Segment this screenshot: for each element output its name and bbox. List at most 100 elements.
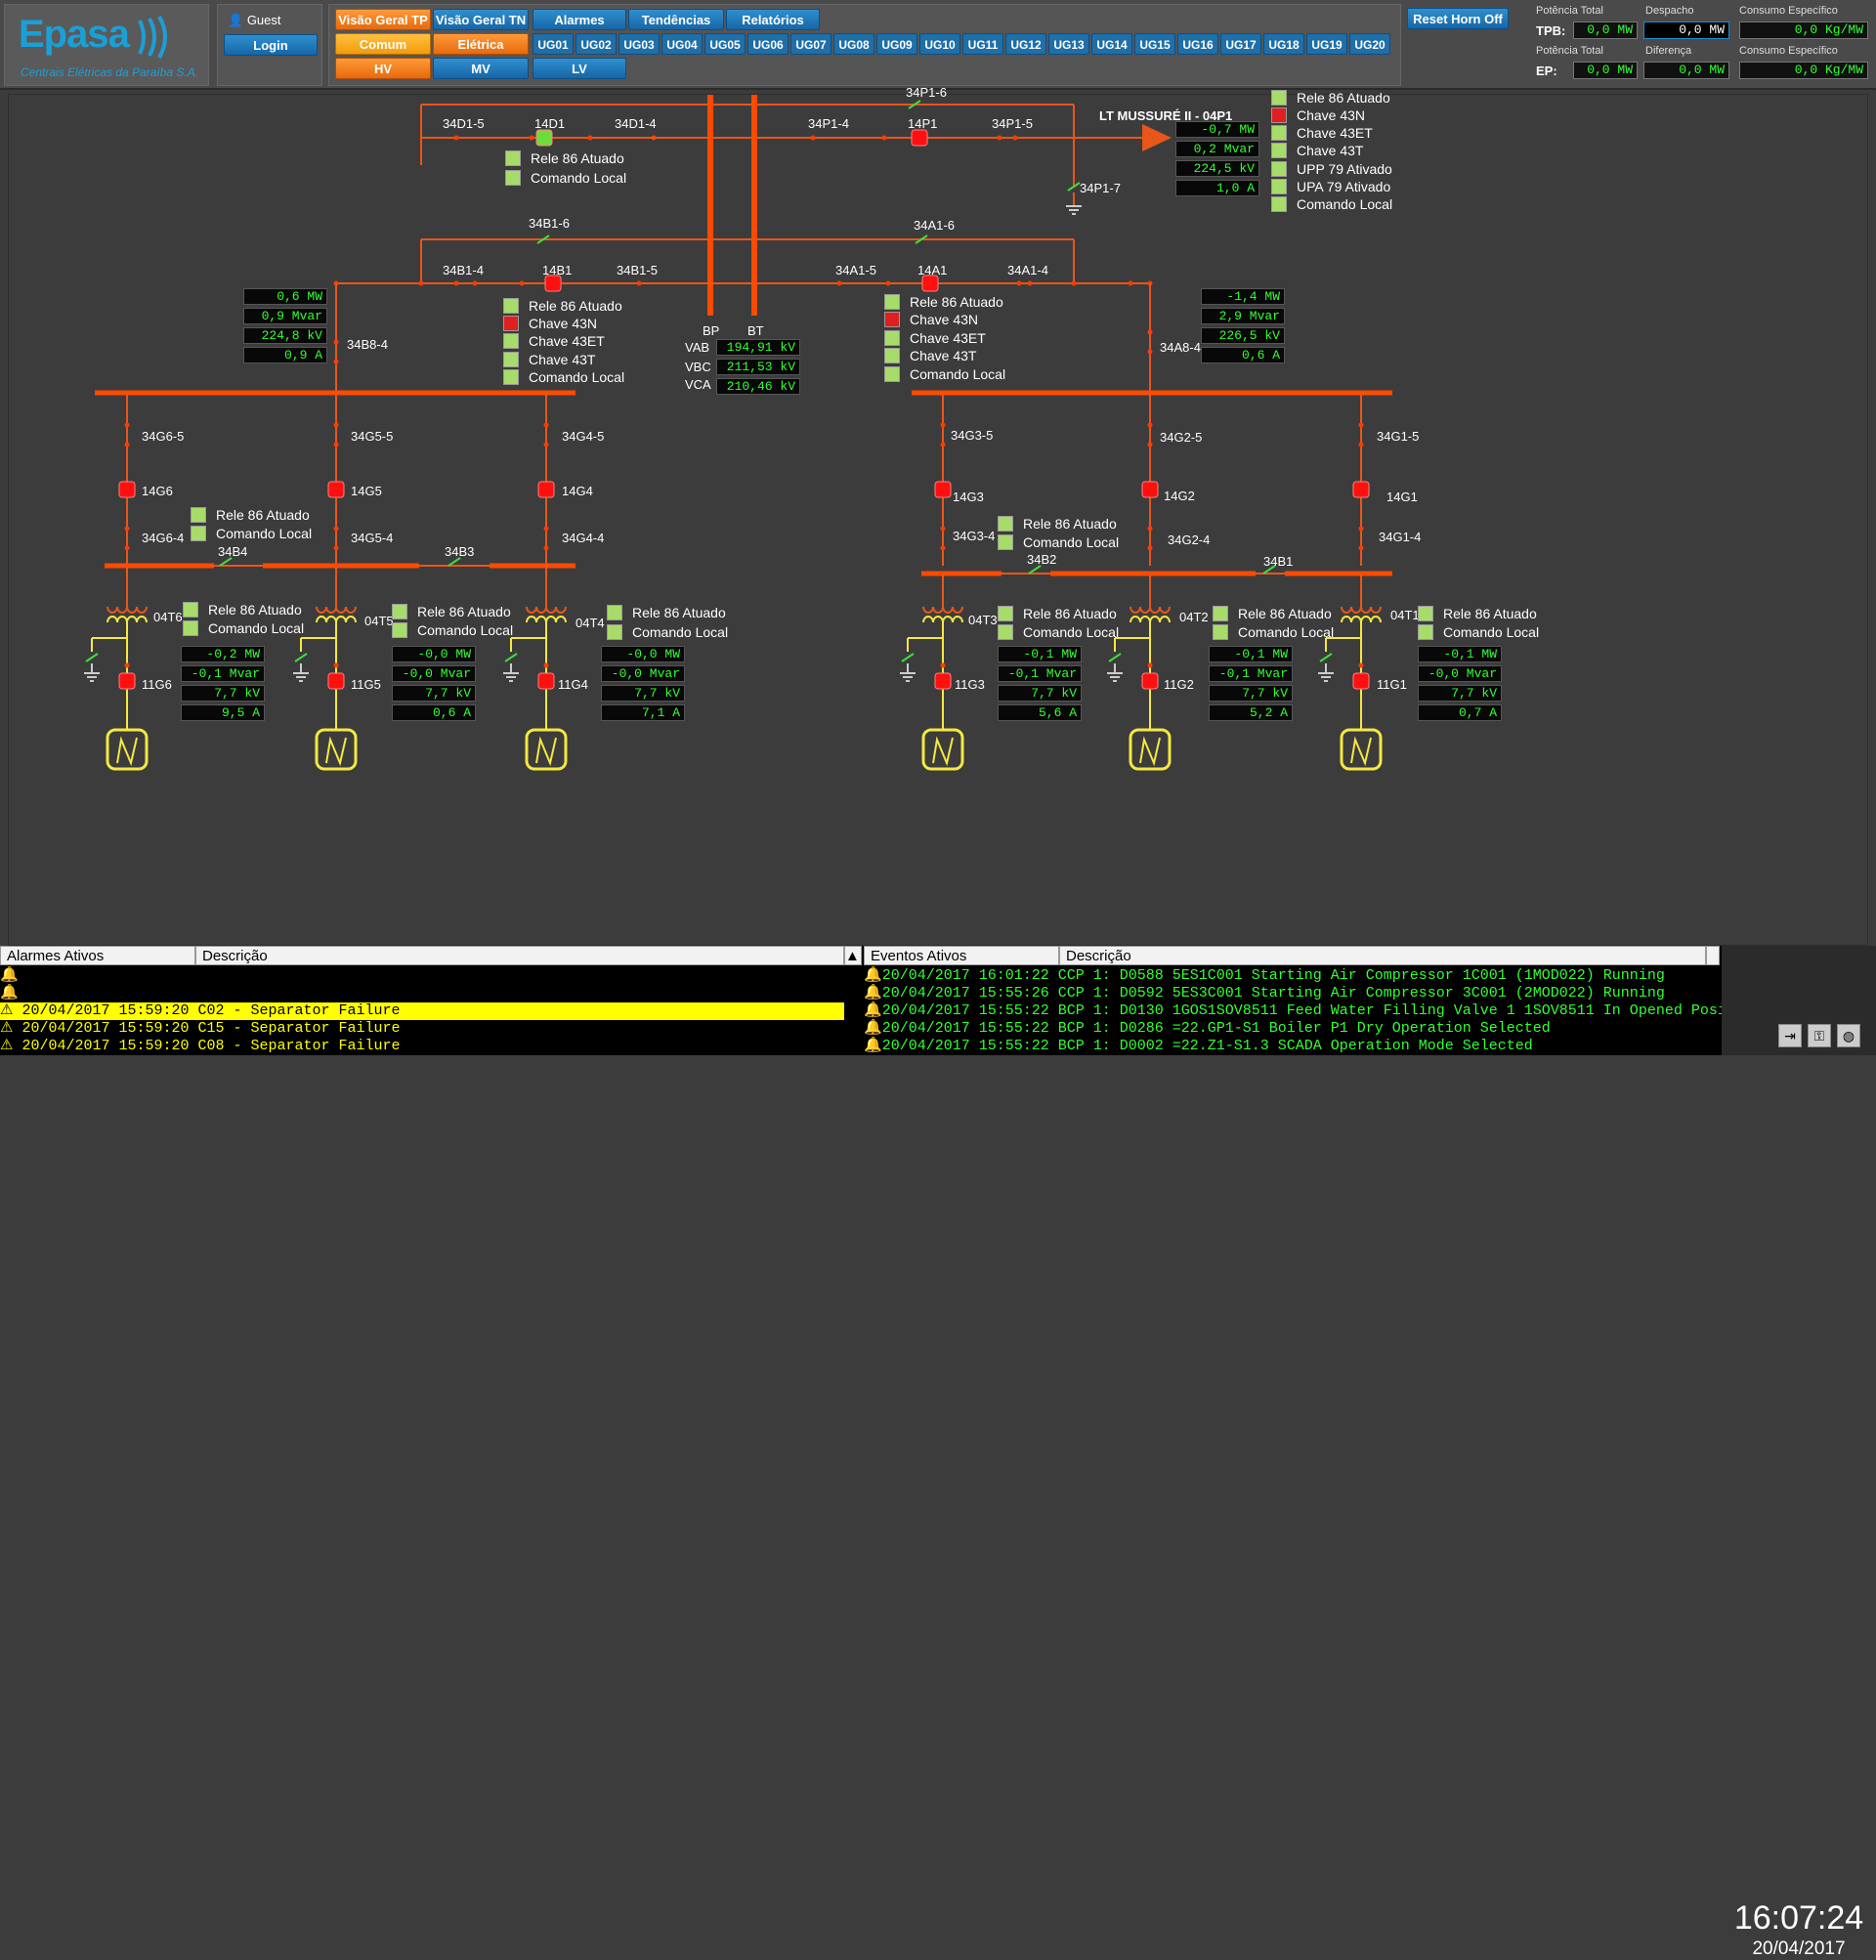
switch-label: 34G3-4 <box>953 529 996 543</box>
tab-ug04[interactable]: UG04 <box>661 33 703 55</box>
status-lamp <box>1213 606 1228 621</box>
switch-label: 04T2 <box>1179 610 1209 624</box>
stat-header: Consumo Específico <box>1739 5 1838 17</box>
status-indicator: Comando Local <box>503 369 624 385</box>
junction-dot <box>636 280 642 286</box>
tab-ug09[interactable]: UG09 <box>876 33 917 55</box>
transformer-icon <box>526 616 567 623</box>
despacho-input[interactable]: 0,0 MW <box>1643 21 1729 39</box>
tab-ug14[interactable]: UG14 <box>1091 33 1132 55</box>
breaker-14d1 <box>535 129 553 147</box>
junction-dot <box>453 135 459 141</box>
breaker-feeder <box>1141 481 1159 498</box>
status-label: Chave 43N <box>910 312 979 327</box>
alarm-row[interactable]: ⚠ 20/04/2017 15:59:20 C15 - Separator Fa… <box>0 1020 844 1038</box>
status-lamp <box>503 316 519 331</box>
measurement-value: 7,7 kV <box>601 685 685 702</box>
generator-icon <box>1340 728 1383 771</box>
switch-label: 34P1-5 <box>992 116 1033 131</box>
switch-label: 34A8-4 <box>1160 340 1201 355</box>
switch-label: 34G3-5 <box>951 428 994 443</box>
tab-ug20[interactable]: UG20 <box>1349 33 1390 55</box>
tab-ug16[interactable]: UG16 <box>1177 33 1218 55</box>
switch-label: 04T1 <box>1390 608 1420 622</box>
status-label: Rele 86 Atuado <box>529 298 622 314</box>
status-label: Chave 43T <box>910 348 977 363</box>
tab-ug11[interactable]: UG11 <box>962 33 1003 55</box>
tab-ug08[interactable]: UG08 <box>833 33 874 55</box>
login-button[interactable]: Login <box>224 34 318 56</box>
event-row[interactable]: 🔔20/04/2017 15:55:22 BCP 1: D0130 1GOS1S… <box>864 1002 1762 1020</box>
scroll-up-icon[interactable]: ▲ <box>844 946 862 965</box>
tab-tendencias[interactable]: Tendências <box>628 9 724 30</box>
tab-ug02[interactable]: UG02 <box>576 33 617 55</box>
event-row[interactable]: 🔔20/04/2017 15:55:22 BCP 1: D0286 =22.GP… <box>864 1020 1706 1038</box>
status-lamp <box>392 604 407 619</box>
alarm-bell-icon: 🔔 <box>0 985 19 1001</box>
status-indicator: Comando Local <box>1213 624 1334 640</box>
tab-comum[interactable]: Comum <box>335 33 431 55</box>
logout-icon[interactable]: ⇥ <box>1778 1024 1802 1047</box>
tab-ug17[interactable]: UG17 <box>1220 33 1261 55</box>
tab-ug06[interactable]: UG06 <box>747 33 789 55</box>
tab-ug07[interactable]: UG07 <box>790 33 831 55</box>
status-indicator: Rele 86 Atuado <box>1271 90 1390 106</box>
user-icon: 👤 <box>228 13 244 27</box>
switch-label: 34G6-5 <box>142 429 185 444</box>
clock-time: 16:07:24 <box>1733 1899 1864 1937</box>
tab-visao-geral-tp[interactable]: Visão Geral TP <box>335 9 431 30</box>
status-lamp <box>1418 606 1433 621</box>
tab-ug03[interactable]: UG03 <box>618 33 660 55</box>
status-label: Rele 86 Atuado <box>1023 606 1117 621</box>
event-row[interactable]: 🔔20/04/2017 15:55:26 CCP 1: D0592 5ES3C0… <box>864 985 1706 1002</box>
alarm-row[interactable]: ⚠ 20/04/2017 15:59:20 C02 - Separator Fa… <box>0 1002 844 1020</box>
status-lamp <box>503 352 519 367</box>
ground-switch <box>85 653 99 662</box>
status-label: Chave 43ET <box>529 333 605 349</box>
status-indicator: Rele 86 Atuado <box>392 604 511 619</box>
status-indicator: Comando Local <box>505 170 626 186</box>
breaker-generator <box>934 672 952 690</box>
breaker-feeder <box>537 481 555 498</box>
measurement-value: 0,9 A <box>243 347 327 363</box>
alarm-row[interactable]: ⚠ 20/04/2017 15:59:20 C08 - Separator Fa… <box>0 1038 844 1055</box>
tab-ug12[interactable]: UG12 <box>1005 33 1046 55</box>
status-indicator: Rele 86 Atuado <box>884 294 1003 310</box>
tab-relatorios[interactable]: Relatórios <box>726 9 820 30</box>
measurement-value: 0,6 MW <box>243 288 327 305</box>
tab-eletrica[interactable]: Elétrica <box>433 33 529 55</box>
tab-lv[interactable]: LV <box>533 58 626 79</box>
scroll-up-icon[interactable] <box>1706 946 1720 965</box>
tab-ug05[interactable]: UG05 <box>704 33 746 55</box>
event-row[interactable]: 🔔20/04/2017 15:55:22 BCP 1: D0002 =22.Z1… <box>864 1038 1706 1055</box>
tab-ug01[interactable]: UG01 <box>533 33 574 55</box>
stat-header: Potência Total <box>1536 45 1603 57</box>
tab-ug19[interactable]: UG19 <box>1306 33 1347 55</box>
status-indicator: Rele 86 Atuado <box>998 606 1117 621</box>
junction-dot <box>543 422 549 428</box>
tab-visao-geral-tn[interactable]: Visão Geral TN <box>433 9 529 30</box>
tab-hv[interactable]: HV <box>335 58 431 79</box>
junction-dot <box>543 662 549 668</box>
ep-consumo: 0,0 Kg/MW <box>1739 62 1868 79</box>
junction-dot <box>1027 280 1033 286</box>
tab-ug10[interactable]: UG10 <box>919 33 960 55</box>
tab-mv[interactable]: MV <box>433 58 529 79</box>
status-label: Rele 86 Atuado <box>417 604 511 619</box>
reset-horn-off-button[interactable]: Reset Horn Off <box>1407 8 1509 29</box>
tab-ug18[interactable]: UG18 <box>1263 33 1304 55</box>
tab-ug15[interactable]: UG15 <box>1134 33 1175 55</box>
globe-icon[interactable]: ◍ <box>1837 1024 1860 1047</box>
tab-alarmes[interactable]: Alarmes <box>533 9 626 30</box>
tab-ug13[interactable]: UG13 <box>1048 33 1089 55</box>
switch-label: 34B1-6 <box>529 216 570 231</box>
status-lamp <box>503 333 519 349</box>
status-lamp <box>998 534 1013 550</box>
switch-label: 34G2-5 <box>1160 430 1203 445</box>
event-row[interactable]: 🔔20/04/2017 16:01:22 CCP 1: D0588 5ES1C0… <box>864 967 1706 985</box>
breaker-generator <box>1141 672 1159 690</box>
status-label: Rele 86 Atuado <box>632 605 726 620</box>
junction-dot <box>124 526 130 532</box>
key-icon[interactable]: ⚿ <box>1808 1024 1831 1047</box>
status-lamp <box>607 605 622 620</box>
